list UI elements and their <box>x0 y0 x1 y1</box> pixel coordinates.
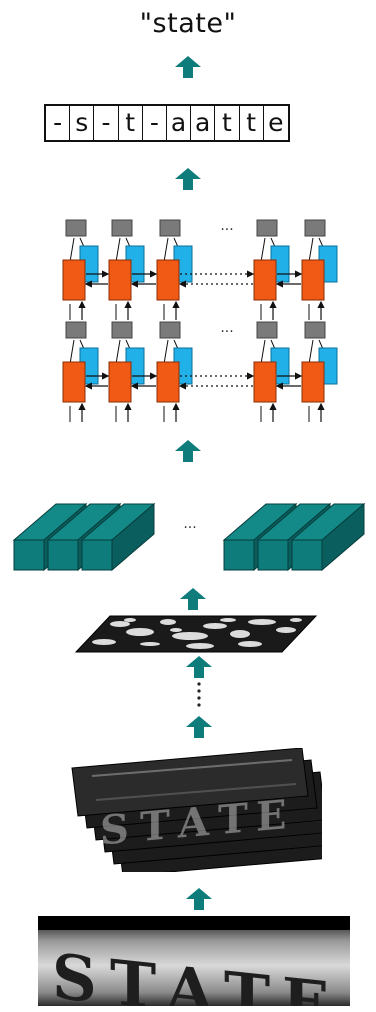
up-arrow-icon <box>175 56 201 78</box>
conv-glyph-shape: E <box>256 791 286 841</box>
bidirectional-lstm-layers: ...... <box>62 218 338 422</box>
connection-line <box>115 339 121 365</box>
lstm-forward-cell <box>156 259 180 301</box>
lstm-output-node <box>159 219 181 237</box>
lstm-forward-cell <box>253 259 277 301</box>
feature-map-texture <box>140 642 160 646</box>
feature-map-texture <box>276 627 296 633</box>
lstm-output-node <box>304 219 326 237</box>
conv-map-texture <box>95 783 297 801</box>
feature-map-texture <box>203 623 227 629</box>
feature-ellipsis: ... <box>183 516 196 532</box>
feature-column-front <box>257 539 289 571</box>
lstm-output-node <box>111 219 133 237</box>
lstm-output-node <box>256 219 278 237</box>
lstm-forward-cell <box>301 259 325 301</box>
ctc-cell: - <box>143 106 167 140</box>
lstm-forward-cell <box>156 361 180 403</box>
output-transcription: "state" <box>139 8 237 39</box>
input-glyph-shape: S <box>52 940 97 1006</box>
input-image-background <box>38 916 350 1006</box>
lstm-output-node <box>65 219 87 237</box>
up-arrow-icon <box>186 716 212 738</box>
rnn-ellipsis: ... <box>220 218 233 234</box>
conv-glyph-shape: T <box>140 801 170 851</box>
feature-map-texture <box>290 618 302 622</box>
feature-column-front <box>13 539 45 571</box>
input-glyph-shape: T <box>110 946 156 1006</box>
feature-map-texture <box>238 641 262 647</box>
conv-map-texture <box>91 759 293 777</box>
connection-line <box>69 339 75 365</box>
feature-column-front <box>81 539 113 571</box>
ctc-cell: t <box>240 106 264 140</box>
connection-line <box>163 237 169 263</box>
up-arrow-icon <box>175 440 201 462</box>
feature-map-texture <box>172 632 208 640</box>
feature-map-texture <box>186 643 214 649</box>
ctc-cell: s <box>70 106 95 140</box>
conv-glyph-shape: A <box>177 798 210 848</box>
input-glyph-shape: T <box>224 958 270 1006</box>
feature-column-front <box>47 539 79 571</box>
feature-map-texture <box>110 621 130 627</box>
lstm-output-node <box>111 321 133 339</box>
feature-column-front <box>223 539 255 571</box>
ctc-cell: t <box>119 106 143 140</box>
ctc-cell: a <box>191 106 216 140</box>
feature-map-texture <box>126 628 154 636</box>
input-glyph-shape: E <box>282 964 329 1006</box>
ctc-cell: t <box>215 106 240 140</box>
connection-line <box>260 237 266 263</box>
connection-line <box>163 339 169 365</box>
ctc-label-sequence: - s - t - a a t t e <box>44 104 290 142</box>
up-arrow-icon <box>186 888 212 910</box>
feature-sequence: ... <box>12 502 366 572</box>
ctc-cell: - <box>94 106 119 140</box>
input-image-top-edge <box>38 916 350 930</box>
feature-map-texture <box>92 639 116 645</box>
ctc-cell: e <box>268 108 284 137</box>
feature-map-texture <box>248 619 276 625</box>
conv-glyph-shape: S <box>100 805 129 854</box>
connection-line <box>308 237 314 263</box>
conv-map-plane <box>71 748 309 817</box>
connection-line <box>308 339 314 365</box>
up-arrow-icon <box>180 588 206 610</box>
up-arrow-icon <box>186 656 212 678</box>
vertical-ellipsis-icon <box>197 682 201 707</box>
input-glyph-shape: A <box>165 952 215 1006</box>
feature-column-front <box>291 539 323 571</box>
ctc-cell: - <box>46 106 71 140</box>
ctc-cell: a <box>167 106 192 140</box>
conv-feature-map <box>74 615 318 653</box>
connection-line <box>260 339 266 365</box>
feature-map-texture <box>124 618 136 622</box>
rnn-ellipsis: ... <box>220 320 233 336</box>
feature-map-texture <box>160 619 176 625</box>
feature-map-texture <box>220 618 236 622</box>
feature-map-texture <box>230 630 250 638</box>
lstm-output-node <box>65 321 87 339</box>
up-arrow-icon <box>175 168 201 190</box>
lstm-forward-cell <box>62 259 86 301</box>
lstm-forward-cell <box>62 361 86 403</box>
lstm-output-node <box>304 321 326 339</box>
feature-map-texture <box>170 628 182 632</box>
conv-glyph-shape: T <box>218 795 248 845</box>
connection-line <box>115 237 121 263</box>
lstm-forward-cell <box>301 361 325 403</box>
lstm-forward-cell <box>108 259 132 301</box>
lstm-forward-cell <box>108 361 132 403</box>
lstm-output-node <box>256 321 278 339</box>
connection-line <box>69 237 75 263</box>
lstm-output-node <box>159 321 181 339</box>
conv-feature-map <box>71 748 309 817</box>
lstm-forward-cell <box>253 361 277 403</box>
